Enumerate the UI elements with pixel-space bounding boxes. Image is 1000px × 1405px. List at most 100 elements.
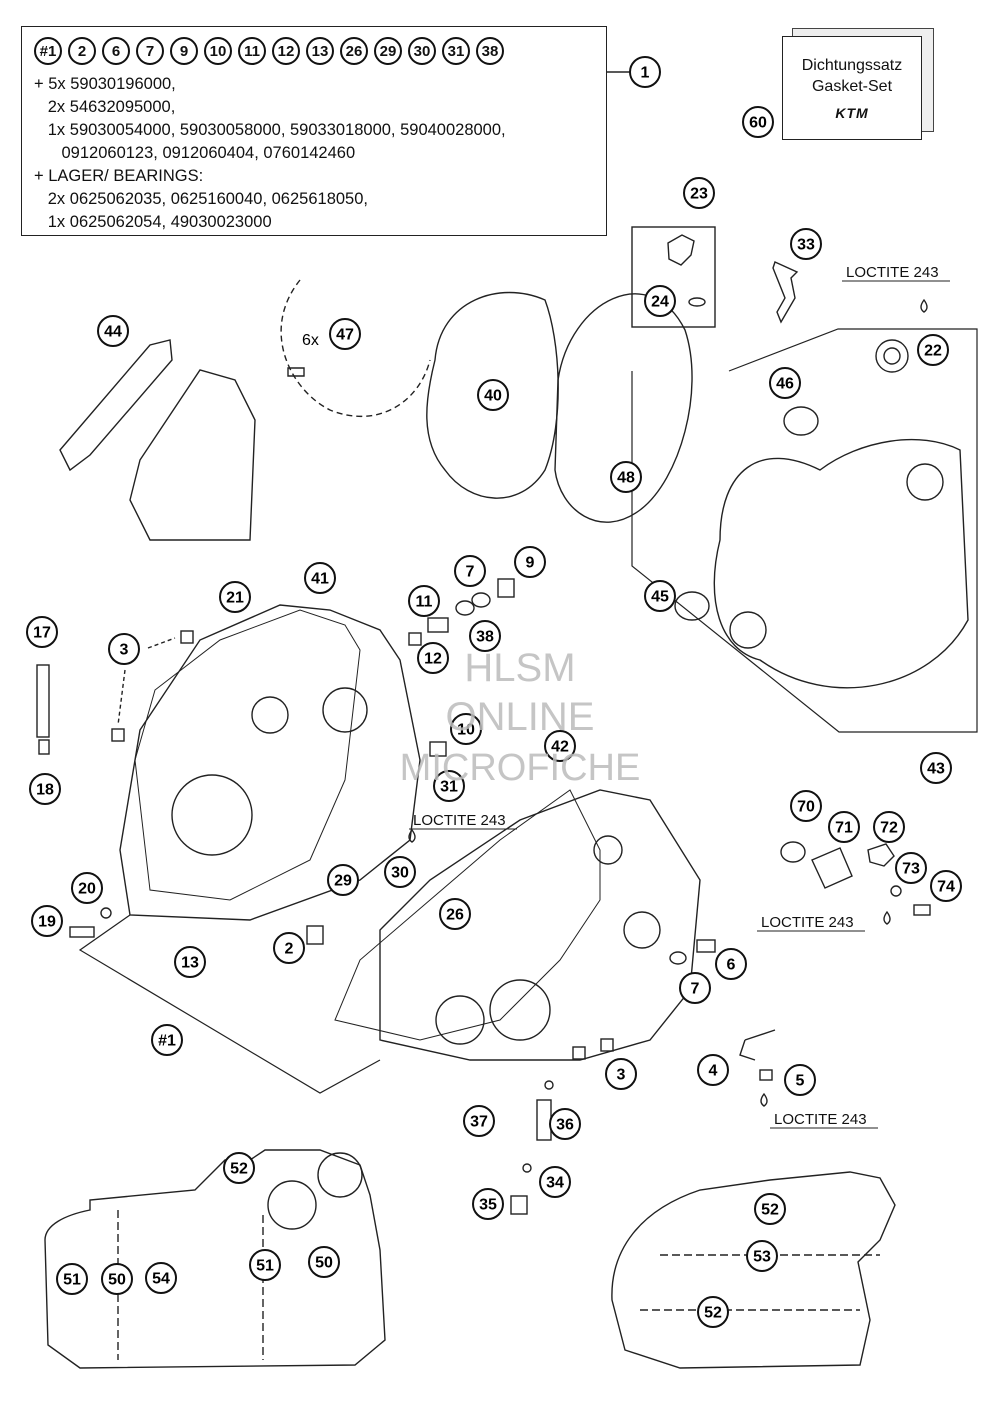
callout-70: 70 — [790, 790, 822, 822]
loctite-drop — [760, 1092, 768, 1107]
spring-36 — [536, 1099, 552, 1141]
pin-17 — [36, 664, 50, 738]
svg-text:24: 24 — [651, 294, 669, 311]
callout-29: 29 — [327, 864, 359, 896]
svg-text:21: 21 — [226, 590, 244, 607]
svg-text:72: 72 — [880, 820, 898, 837]
watermark-online: ONLINE — [445, 695, 595, 739]
svg-text:52: 52 — [230, 1161, 248, 1178]
callout-52: 52 — [754, 1193, 786, 1225]
svg-text:53: 53 — [753, 1249, 771, 1266]
svg-text:22: 22 — [924, 343, 942, 360]
callout-53: 53 — [746, 1240, 778, 1272]
loctite-drop — [920, 298, 928, 313]
svg-text:19: 19 — [38, 914, 56, 931]
svg-text:43: 43 — [927, 761, 945, 778]
callout-37: 37 — [463, 1105, 495, 1137]
callout-30: 30 — [384, 856, 416, 888]
kit-ref-badge: 38 — [476, 37, 504, 65]
washer-7 — [455, 600, 475, 616]
clutch-cover-group-outline — [631, 328, 978, 733]
part-number-line: 0912060123, 0912060404, 0760142460 — [34, 144, 356, 162]
screw-5 — [759, 1069, 773, 1081]
svg-text:37: 37 — [470, 1114, 488, 1131]
chain-guide-44 — [59, 339, 173, 472]
screw-47 — [287, 367, 305, 377]
callout-22: 22 — [917, 334, 949, 366]
svg-text:60: 60 — [749, 115, 767, 132]
spring-11 — [427, 617, 449, 633]
callout-9: 9 — [514, 546, 546, 578]
callout-54: 54 — [145, 1262, 177, 1294]
ignition-cover-40 — [426, 291, 559, 499]
svg-text:18: 18 — [36, 782, 54, 799]
svg-text:50: 50 — [315, 1255, 333, 1272]
watermark-microfiche: MICROFICHE — [399, 747, 641, 789]
svg-text:6: 6 — [727, 957, 736, 974]
plug-35 — [510, 1195, 528, 1215]
part-number-line: 2x 54632095000, — [34, 98, 176, 116]
callout-52: 52 — [223, 1152, 255, 1184]
gasket-set-right — [611, 1171, 896, 1369]
callout-23: 23 — [683, 177, 715, 209]
kit-part-number-list: + 5x 59030196000, 2x 54632095000, 1x 590… — [34, 73, 506, 234]
svg-text:13: 13 — [181, 955, 199, 972]
svg-text:7: 7 — [691, 981, 700, 998]
callout-3: 3 — [605, 1058, 637, 1090]
callout-2: 2 — [273, 932, 305, 964]
callout-43: 43 — [920, 752, 952, 784]
callout-7: 7 — [679, 972, 711, 1004]
svg-text:3: 3 — [617, 1067, 626, 1084]
svg-text:51: 51 — [63, 1272, 81, 1289]
kit-ref-badge: 6 — [102, 37, 130, 65]
svg-text:17: 17 — [33, 625, 51, 642]
callout-50: 50 — [101, 1263, 133, 1295]
callout-31: 31 — [433, 770, 465, 802]
kit-ref-badge: 11 — [238, 37, 266, 65]
case-gasket-42 — [334, 789, 601, 1041]
callout-71: 71 — [828, 811, 860, 843]
svg-text:51: 51 — [256, 1258, 274, 1275]
left-crankcase — [119, 604, 421, 921]
callout-34: 34 — [539, 1166, 571, 1198]
callout-12: 12 — [417, 642, 449, 674]
washer-20 — [100, 907, 112, 919]
svg-text:1: 1 — [641, 65, 650, 82]
screw-19 — [69, 926, 95, 938]
callout-13: 13 — [174, 946, 206, 978]
dowel-3 — [572, 1046, 586, 1060]
svg-text:#1: #1 — [158, 1033, 176, 1050]
svg-text:12: 12 — [424, 651, 442, 668]
svg-text:41: 41 — [311, 571, 329, 588]
kit-ref-badge: 7 — [136, 37, 164, 65]
sleeve-2 — [306, 925, 324, 945]
callout-35: 35 — [472, 1188, 504, 1220]
svg-text:70: 70 — [797, 799, 815, 816]
svg-text:11: 11 — [416, 594, 433, 611]
callout-17: 17 — [26, 616, 58, 648]
washer-73 — [890, 885, 902, 897]
part-number-line: 1x 0625062054, 49030023000 — [34, 213, 272, 231]
loctite-label: LOCTITE 243 — [413, 812, 506, 829]
callout-24: 24 — [644, 285, 676, 317]
loctite-label: LOCTITE 243 — [846, 264, 939, 281]
callout-41: 41 — [304, 562, 336, 594]
svg-text:36: 36 — [556, 1117, 574, 1134]
callout-4: 4 — [697, 1054, 729, 1086]
svg-text:54: 54 — [152, 1271, 170, 1288]
svg-text:4: 4 — [709, 1063, 718, 1080]
svg-text:20: 20 — [78, 881, 96, 898]
callout-3: 3 — [108, 633, 140, 665]
loctite-label: LOCTITE 243 — [774, 1111, 867, 1128]
right-crankcase — [379, 789, 701, 1061]
callout-51: 51 — [56, 1263, 88, 1295]
callout-10: 10 — [450, 713, 482, 745]
callout-1: 1 — [629, 56, 661, 88]
svg-text:52: 52 — [761, 1202, 779, 1219]
svg-text:29: 29 — [334, 873, 352, 890]
ktm-logo: KTM — [835, 105, 869, 121]
svg-text:35: 35 — [479, 1197, 497, 1214]
callout-45: 45 — [644, 580, 676, 612]
dowel-3 — [180, 630, 194, 644]
callout-46: 46 — [769, 367, 801, 399]
